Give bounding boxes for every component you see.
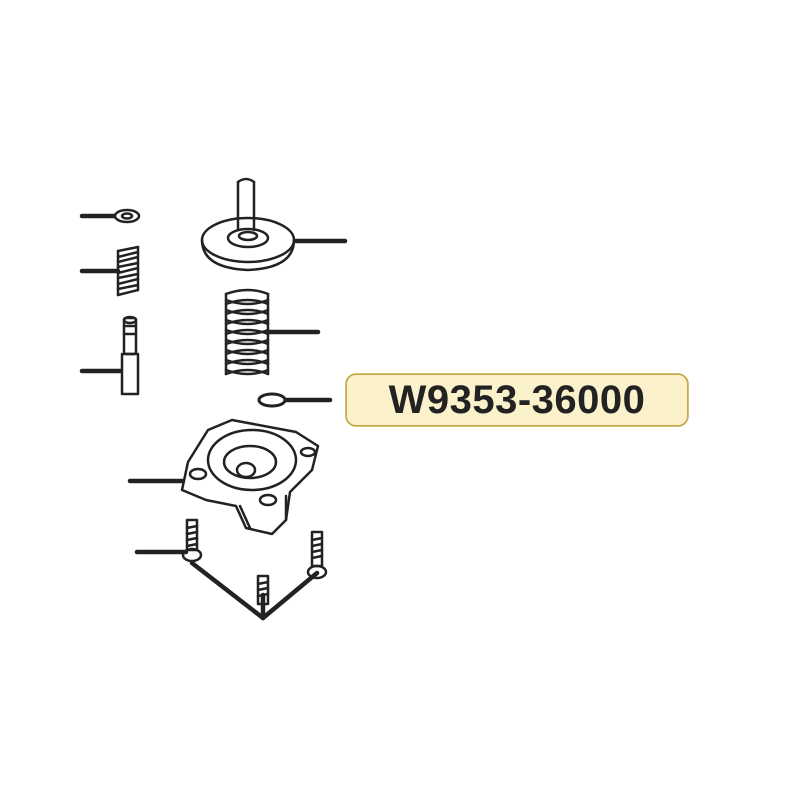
part-number-label: W9353-36000 [346, 374, 688, 426]
screw-middle [256, 574, 270, 606]
o-ring [257, 392, 287, 408]
small-washer [113, 208, 141, 224]
screw-right [306, 530, 328, 580]
valve-pin [120, 315, 140, 396]
small-spring [116, 245, 140, 297]
diaphragm-assembly [200, 177, 296, 272]
screw-left [181, 518, 203, 563]
leader-lines [79, 213, 348, 621]
cover-housing [180, 418, 320, 536]
large-spring [224, 288, 270, 376]
